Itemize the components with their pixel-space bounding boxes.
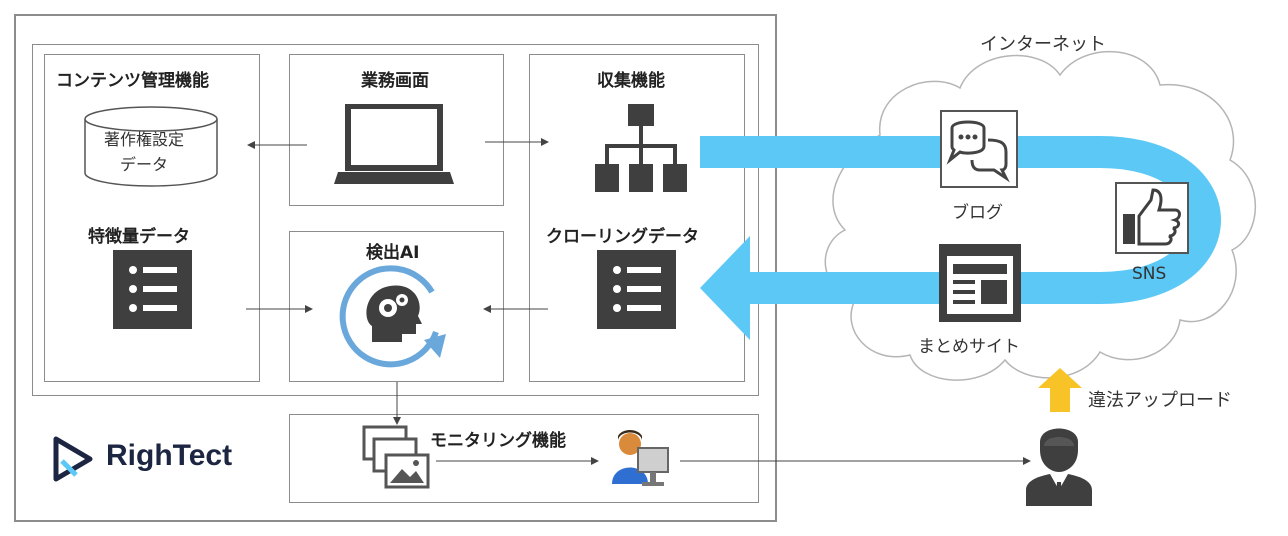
laptop-icon [334, 104, 454, 184]
business-screen-title: 業務画面 [361, 71, 429, 91]
sns-label: SNS [1132, 264, 1167, 284]
logo-text: RighTect [106, 439, 233, 472]
list-icon [597, 250, 676, 329]
list-icon [113, 250, 192, 329]
feature-data-title: 特徴量データ [88, 227, 190, 247]
thumbs-up-icon [1115, 182, 1189, 254]
internet-label: インターネット [980, 34, 1106, 55]
crawling-data-title: クローリングデータ [546, 227, 699, 247]
detection-ai-title: 検出AI [366, 243, 420, 263]
crawl-flow-loop [700, 136, 1221, 304]
content-mgmt-title: コンテンツ管理機能 [56, 71, 209, 91]
illegal-upload-label: 違法アップロード [1088, 390, 1232, 411]
images-icon [362, 425, 430, 489]
sitemap-icon [595, 104, 687, 192]
crawl-flow-arrowhead [700, 236, 750, 340]
operator-at-pc-icon [612, 430, 669, 486]
db-label-line1: 著作権設定 [104, 130, 185, 149]
chat-bubbles-icon [940, 110, 1018, 188]
database-icon [84, 106, 218, 187]
blog-label: ブログ [952, 203, 1003, 223]
db-label-line2: データ [120, 155, 169, 174]
upload-arrow [1038, 368, 1082, 412]
ai-brain-cycle-icon [339, 265, 446, 368]
collection-title: 収集機能 [597, 71, 665, 91]
news-site-icon [939, 244, 1021, 322]
monitoring-title: モニタリング機能 [430, 431, 566, 451]
uploader-person-icon [1026, 428, 1092, 506]
matome-label: まとめサイト [918, 337, 1020, 357]
righttect-logo-mark [53, 436, 93, 482]
